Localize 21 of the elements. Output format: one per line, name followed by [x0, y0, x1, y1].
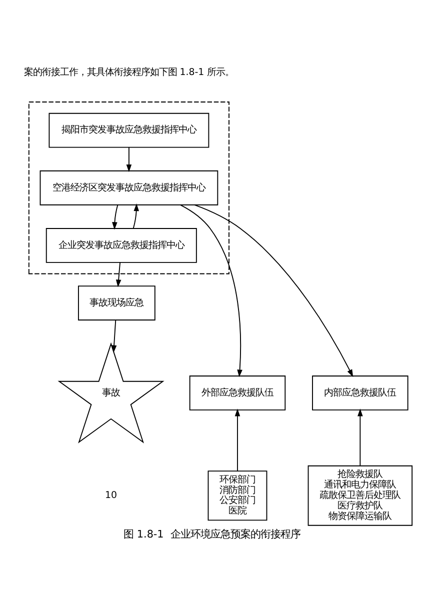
node-box: 抢险救援队 通讯和电力保障队 疏散保卫善后处理队 医疗救护队 物资保障运输队	[308, 465, 413, 526]
node-box: 环保部门 消防部门 公安部门 医院	[208, 470, 268, 521]
node-box: 外部应急救援队伍	[189, 376, 286, 410]
arrow	[126, 146, 132, 172]
node-box: 企业突发事故应急救援指挥中心	[46, 228, 197, 263]
cluster	[28, 102, 230, 274]
label: 案的衔接工作，其具体衔接程序如下图 1.8-1 所示。	[24, 67, 234, 78]
node-box: 空港经济区突发事故应急救援指挥中心	[40, 170, 218, 206]
arrow	[358, 408, 363, 466]
arrow	[132, 204, 140, 229]
arrow	[112, 204, 118, 230]
arrow	[116, 262, 122, 288]
arrow	[111, 320, 117, 353]
arrow	[180, 204, 242, 378]
node-box: 揭阳市突发事故应急救援指挥中心	[48, 112, 210, 148]
node-box: 内部应急救援队伍	[312, 376, 408, 410]
arrow	[194, 204, 354, 378]
arrow	[234, 408, 240, 472]
caption: 图 1.8-1 企业环境应急预案的衔接程序	[124, 528, 300, 540]
node-box: 事故现场应急	[78, 286, 156, 320]
label: 10	[105, 490, 118, 501]
